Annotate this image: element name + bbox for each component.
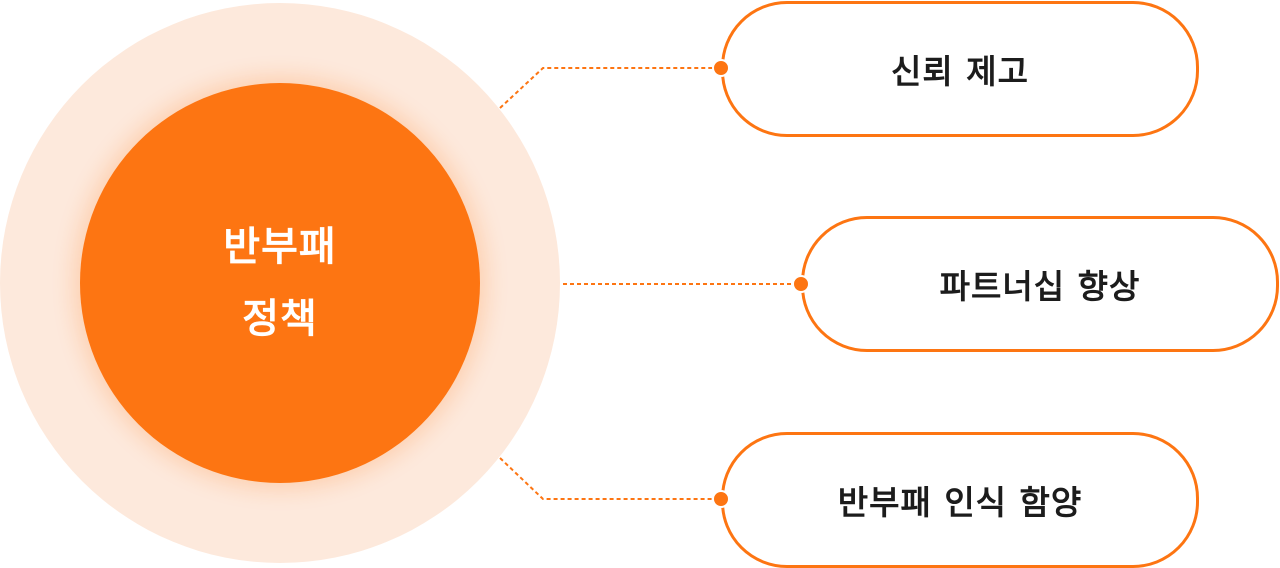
- connector-top: [499, 67, 721, 109]
- connector-dot-middle: [792, 275, 810, 293]
- central-node: 반부패 정책: [80, 83, 480, 483]
- central-title-line2: 정책: [242, 296, 318, 342]
- central-title-line1: 반부패: [223, 224, 337, 270]
- connector-dot-bottom: [712, 490, 730, 508]
- connector-bottom: [499, 457, 721, 500]
- item-label-trust: 신뢰 제고: [891, 52, 1029, 91]
- item-label-awareness: 반부패 인식 함양: [837, 483, 1083, 522]
- item-pill-awareness: 반부패 인식 함양: [721, 432, 1199, 568]
- central-node-title: 반부패 정책: [223, 211, 336, 355]
- item-label-partnership: 파트너십 향상: [939, 267, 1141, 306]
- connector-dot-top: [712, 59, 730, 77]
- item-pill-trust: 신뢰 제고: [721, 1, 1199, 137]
- item-pill-partnership: 파트너십 향상: [801, 216, 1279, 352]
